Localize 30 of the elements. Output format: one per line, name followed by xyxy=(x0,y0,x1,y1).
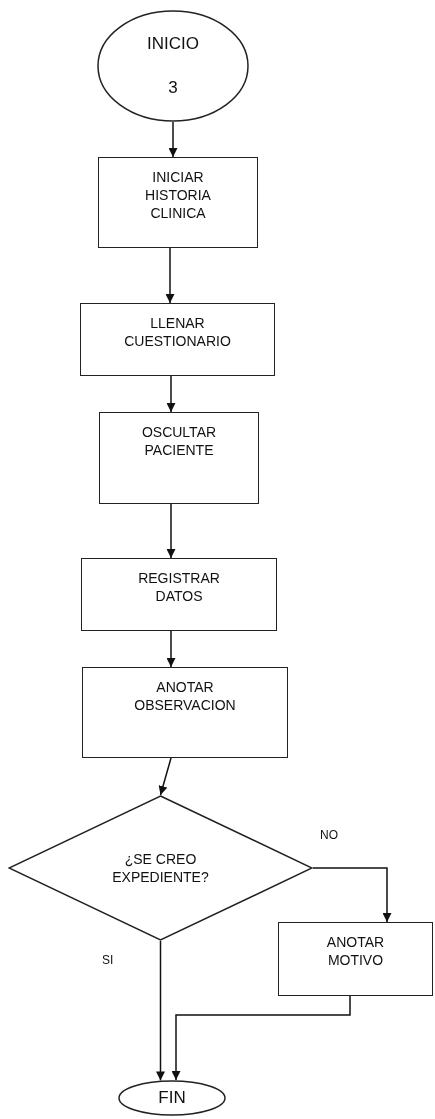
process-box xyxy=(82,667,288,758)
arrow xyxy=(165,247,175,304)
arrow xyxy=(312,867,392,923)
decision-diamond xyxy=(8,795,313,941)
node-text: REGISTRAR DATOS xyxy=(137,569,221,606)
terminal-ellipse xyxy=(97,10,249,122)
process-box xyxy=(278,922,433,996)
edge-label: SI xyxy=(100,953,116,967)
node-text: OSCULTAR PACIENTE xyxy=(140,423,218,460)
process-box xyxy=(81,558,277,631)
arrow xyxy=(158,757,172,796)
terminal-ellipse xyxy=(118,1080,226,1116)
node-text: FIN xyxy=(158,1086,186,1109)
node-text: ¿SE CREO EXPEDIENTE? xyxy=(111,849,210,887)
edge-label: NO xyxy=(318,828,340,842)
arrow xyxy=(166,503,176,559)
node-text: INICIAR HISTORIA CLINICA xyxy=(144,168,212,223)
arrow xyxy=(171,995,351,1081)
arrow xyxy=(156,940,165,1082)
node-text: INICIO xyxy=(147,32,199,55)
node-text: ANOTAR MOTIVO xyxy=(325,933,386,970)
arrow xyxy=(168,121,178,158)
process-box xyxy=(80,303,275,376)
node-text: LLENAR CUESTIONARIO xyxy=(123,314,232,351)
arrow xyxy=(166,375,176,413)
node-text: 3 xyxy=(168,77,178,99)
process-box xyxy=(99,412,259,504)
arrow xyxy=(166,630,176,668)
node-text: ANOTAR OBSERVACION xyxy=(133,678,237,715)
process-box xyxy=(98,157,258,248)
